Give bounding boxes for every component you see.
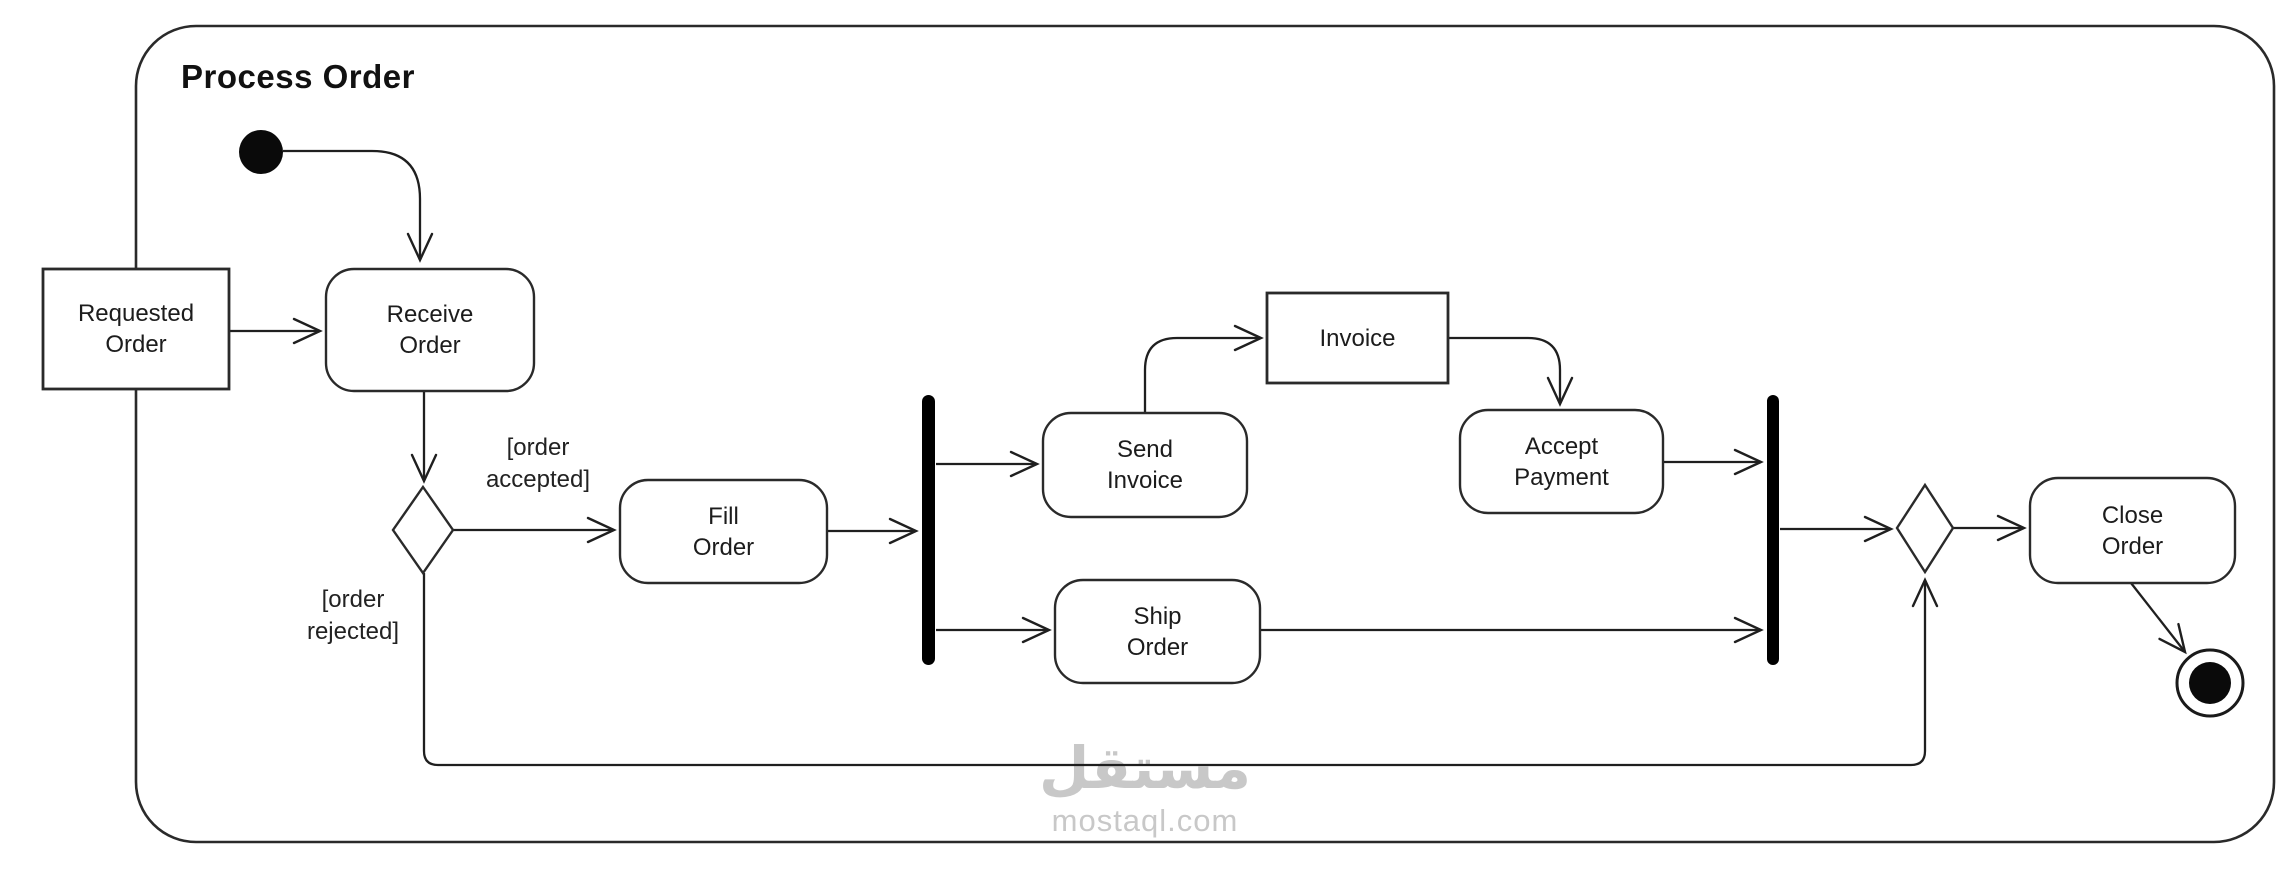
watermark-latin-text: mostaql.com <box>1051 803 1239 838</box>
invoice-object-node <box>1265 291 1450 385</box>
decision-diamond <box>391 484 455 576</box>
requested-order-label: Requested Order <box>77 300 195 358</box>
send-invoice-label: Send Invoice <box>1106 436 1184 494</box>
activity-frame <box>134 24 2276 844</box>
receive-order-label: Receive Order <box>386 301 474 359</box>
watermark: مستقل mostaql.com <box>945 736 1345 838</box>
diagram-title: Process Order <box>181 58 415 95</box>
join-bar <box>1767 395 1779 665</box>
edge-invoice-to-accept-payment <box>1448 336 1574 407</box>
invoice-label: Invoice <box>1319 324 1396 352</box>
fork-bar <box>922 395 935 665</box>
fill-order-label: Fill Order <box>692 502 755 561</box>
send-invoice-action-node <box>1041 411 1249 519</box>
edge-rejected-feedback-to-merge <box>422 573 1939 767</box>
edge-close-order-to-final <box>2130 582 2187 655</box>
receive-order-action-node <box>324 267 536 393</box>
edge-initial-to-receive-order <box>283 149 434 263</box>
ship-order-action-node <box>1053 578 1262 685</box>
close-order-action-node <box>2028 476 2237 585</box>
guard-order-accepted: [order accepted] <box>485 434 591 493</box>
edge-send-invoice-to-invoice <box>1143 324 1264 413</box>
accept-payment-action-node <box>1458 408 1665 515</box>
accept-payment-label: Accept Payment <box>1514 432 1609 491</box>
close-order-label: Close Order <box>2101 501 2164 560</box>
guard-order-rejected: [order rejected] <box>306 586 400 645</box>
watermark-arabic-text: مستقل <box>1038 736 1252 801</box>
requested-order-object-node <box>41 267 231 391</box>
merge-diamond <box>1895 482 1955 575</box>
fill-order-action-node <box>618 478 829 585</box>
initial-node <box>239 130 283 174</box>
final-node <box>2175 648 2245 718</box>
ship-order-label: Ship Order <box>1126 602 1189 661</box>
